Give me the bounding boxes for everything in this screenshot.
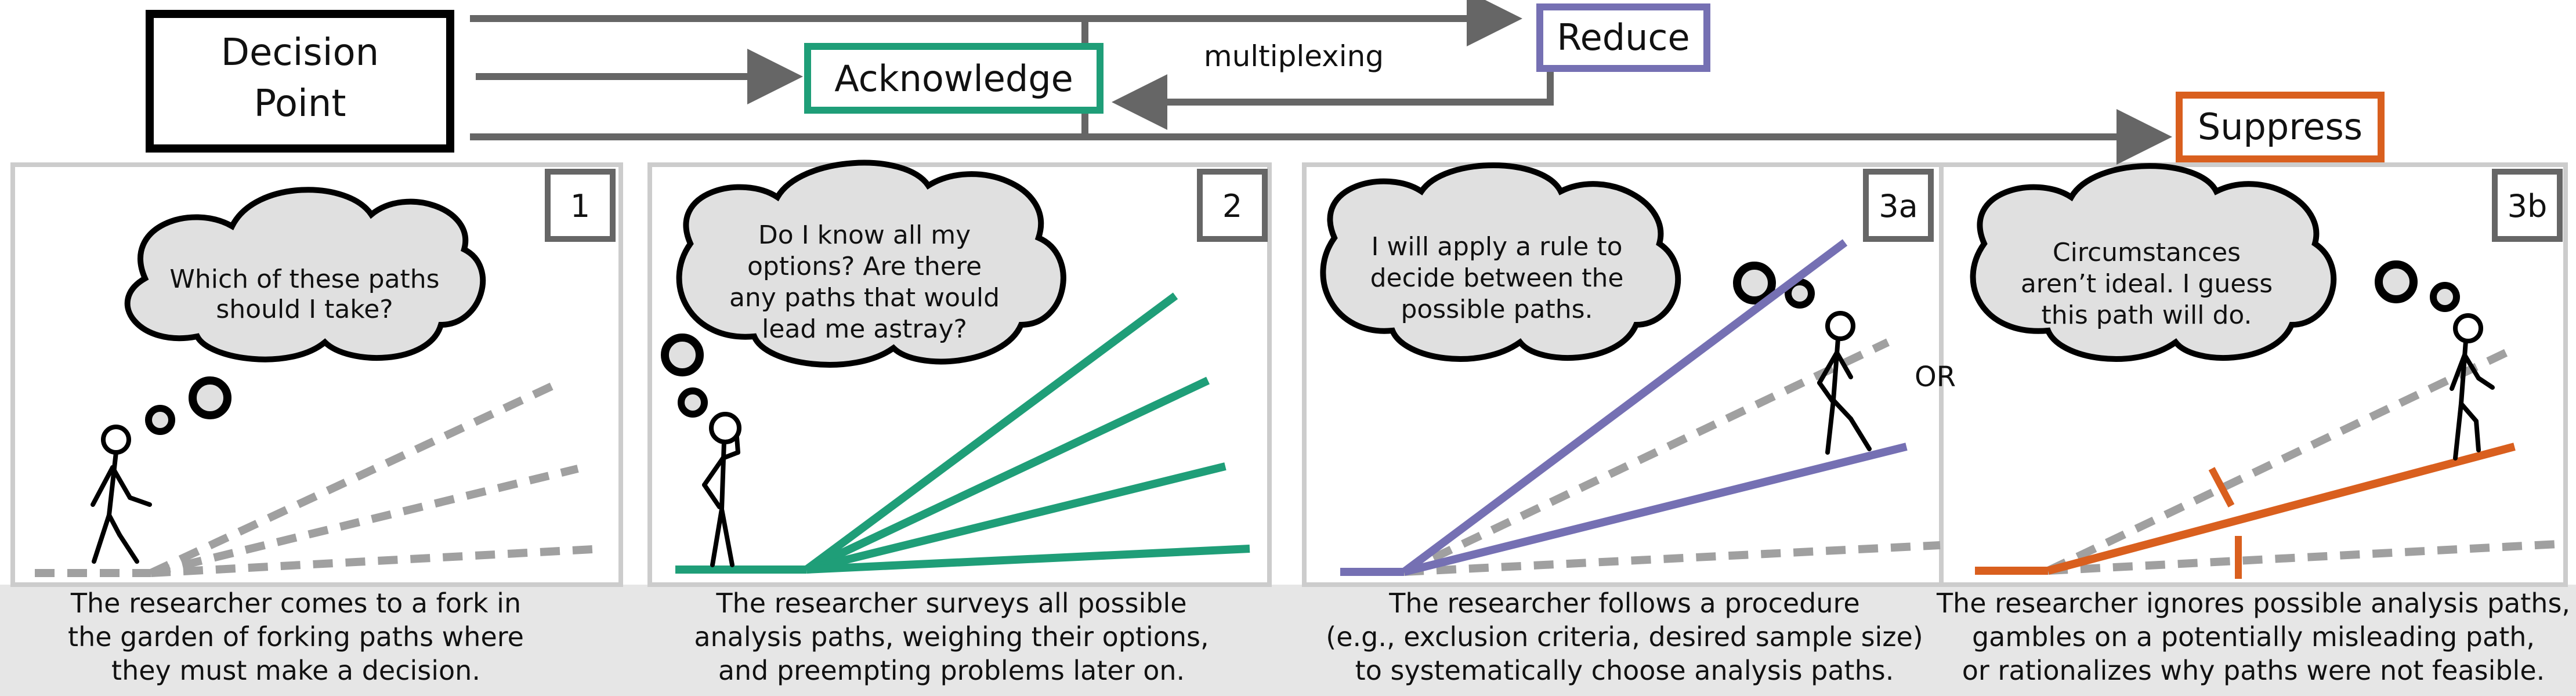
multiplexing-label: multiplexing — [1204, 39, 1384, 73]
panel-3b-number: 3b — [2508, 188, 2548, 224]
thought-3b-line-1: Circumstances — [2053, 238, 2241, 267]
panel-2-number: 2 — [1222, 188, 1242, 224]
caption-3b-line-1: The researcher ignores possible analysis… — [1936, 588, 2570, 619]
caption-2-line-1: The researcher surveys all possible — [715, 588, 1186, 619]
panel-3b-number-box — [2492, 169, 2563, 242]
researcher-figure-3a — [1817, 311, 1872, 455]
thought-cloud-1 — [124, 187, 486, 435]
thought-2-line-1: Do I know all my — [758, 220, 971, 250]
caption-strip — [0, 585, 2576, 696]
thought-2-line-2: options? Are there — [747, 252, 982, 281]
caption-1-line-2: the garden of forking paths where — [68, 621, 524, 652]
caption-3b-line-2: gambles on a potentially misleading path… — [1972, 621, 2535, 652]
thought-3b-line-3: this path will do. — [2042, 300, 2252, 330]
thought-1-line-1: Which of these paths — [169, 264, 439, 294]
thought-3a-line-2: decide between the — [1370, 263, 1624, 293]
caption-3a-line-1: The researcher follows a procedure — [1388, 588, 1859, 619]
panel-3a-chosen-paths — [1340, 239, 1908, 576]
panel-3a-number-box — [1863, 169, 1934, 242]
researcher-figure-1 — [91, 425, 152, 564]
panel-1-number: 1 — [570, 188, 590, 224]
acknowledge-label: Acknowledge — [834, 57, 1073, 100]
caption-2-line-2: analysis paths, weighing their options, — [694, 621, 1209, 652]
suppress-box: Suppress — [2176, 92, 2385, 162]
decision-point-label-line-1: Decision — [221, 31, 379, 74]
caption-1-line-3: they must make a decision. — [111, 655, 480, 686]
thought-1-line-2: should I take? — [216, 295, 393, 324]
decision-point-box: Decision Point — [146, 10, 454, 153]
thought-3b-line-2: aren’t ideal. I guess — [2021, 269, 2273, 299]
caption-3a-line-2: (e.g., exclusion criteria, desired sampl… — [1326, 621, 1923, 652]
panel-3b-chosen-path — [1975, 443, 2516, 579]
caption-1-line-1: The researcher comes to a fork in — [70, 588, 521, 619]
flow-arrows — [470, 0, 2172, 165]
panel-2-number-box — [1197, 169, 1268, 242]
thought-3a-line-3: possible paths. — [1401, 295, 1593, 324]
panel-1-number-box — [545, 169, 616, 242]
researcher-figure-3b — [2450, 313, 2495, 461]
decision-point-label-line-2: Point — [254, 82, 346, 125]
panel-3a-number: 3a — [1879, 188, 1917, 224]
or-label: OR — [1915, 361, 1956, 393]
thought-2-line-4: lead me astray? — [762, 314, 967, 344]
panel-3b-neutral-paths — [2046, 345, 2559, 575]
thought-3a-line-1: I will apply a rule to — [1371, 232, 1622, 262]
caption-2-line-3: and preempting problems later on. — [718, 655, 1185, 686]
reduce-box: Reduce — [1536, 3, 1710, 72]
panel-1-paths — [35, 378, 604, 577]
thought-cloud-3b — [1970, 163, 2460, 362]
reduce-label: Reduce — [1557, 16, 1689, 59]
thought-cloud-2 — [661, 160, 1066, 418]
caption-3b-line-3: or rationalizes why paths were not feasi… — [1962, 655, 2545, 686]
thought-2-line-3: any paths that would — [729, 283, 1000, 313]
acknowledge-box: Acknowledge — [804, 43, 1104, 114]
researcher-figure-2 — [702, 412, 741, 567]
caption-3a-line-3: to systematically choose analysis paths. — [1355, 655, 1894, 686]
panel-3a-neutral-paths — [1402, 338, 1941, 576]
panel-2-paths — [675, 292, 1250, 574]
thought-cloud-3a — [1320, 162, 1815, 362]
suppress-label: Suppress — [2198, 106, 2362, 148]
